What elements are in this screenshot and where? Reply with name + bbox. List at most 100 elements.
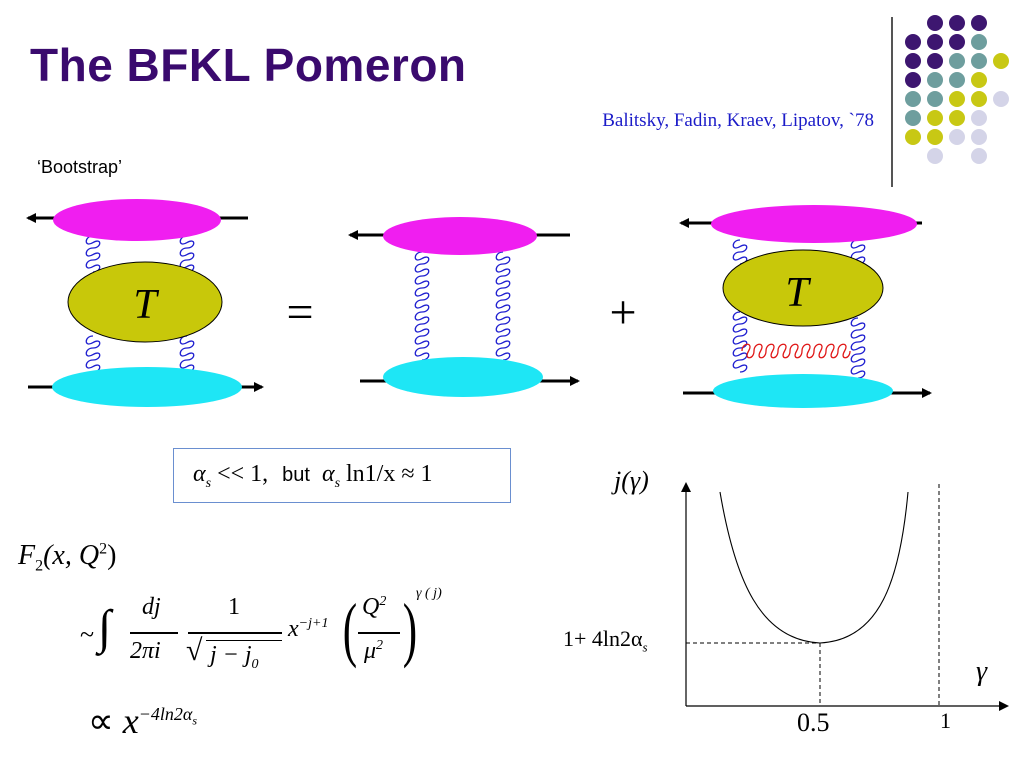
decor-dot [927, 15, 943, 31]
decor-dot [949, 15, 965, 31]
ytick-text: 1+ 4ln2α [563, 626, 643, 651]
decor-dot [971, 53, 987, 69]
right-diagram: T [679, 205, 932, 408]
decor-dot [905, 34, 921, 50]
T-blob-left [67, 261, 223, 343]
decor-dot [927, 34, 943, 50]
decor-dot [927, 53, 943, 69]
frac-line-3 [358, 632, 400, 634]
decor-dot [971, 148, 987, 164]
gluon-right-b-bot [850, 317, 866, 379]
x2-exponent: −4ln2α [138, 704, 193, 724]
integral-expression: ~ ∫ dj 2πi 1 √ j − j0 x−j+1 ( Q2 μ2 ) γ … [80, 586, 460, 687]
proportional-expression: ∝ x−4ln2αs [88, 700, 197, 742]
T-label-right: T [785, 270, 811, 316]
decor-dot [905, 91, 921, 107]
plus-sign: + [609, 286, 636, 339]
x-symbol-2: x [122, 701, 139, 741]
plot-xtick-05: 0.5 [797, 708, 830, 737]
decor-dot [949, 34, 965, 50]
gluon-mid-b [495, 251, 511, 361]
cyan-blob-left [52, 367, 242, 407]
decor-dot [905, 110, 921, 126]
decor-dot [971, 129, 987, 145]
right-paren: ) [402, 589, 418, 669]
F-symbol: F [18, 540, 36, 571]
frac-line-1 [130, 632, 178, 634]
F2-args: (x, Q [43, 540, 100, 571]
gluon-left-b-top [179, 235, 195, 273]
F-subscript: 2 [35, 557, 44, 575]
propto-symbol: ∝ [88, 701, 114, 741]
gluon-right-a-top [732, 239, 748, 265]
x-symbol: x [288, 616, 299, 642]
mu-symbol: μ [364, 638, 377, 664]
mu-denominator: μ2 [364, 638, 383, 665]
slide-title: The BFKL Pomeron [30, 39, 467, 91]
gluon-right-a-bot [732, 311, 748, 373]
approx-text: ≈ 1 [401, 461, 433, 487]
middle-diagram [348, 217, 580, 397]
one-numerator: 1 [228, 594, 240, 620]
decor-dot [993, 91, 1009, 107]
decor-dot [993, 53, 1009, 69]
Q-numerator: Q2 [362, 594, 386, 621]
F2-close: ) [107, 540, 117, 571]
decor-dot [971, 72, 987, 88]
x-exponent: −j+1 [298, 616, 329, 631]
jgamma-plot [681, 482, 1009, 711]
plot-y-label: j(γ) [614, 466, 649, 495]
tilde: ~ [80, 620, 95, 649]
j0-subscript: 0 [251, 656, 259, 672]
gluon-mid-a [414, 251, 430, 361]
decor-dot [971, 34, 987, 50]
T-blob-right [722, 249, 884, 327]
dj-numerator: dj [142, 594, 161, 620]
frac-line-2 [188, 632, 282, 634]
decor-dot [971, 110, 987, 126]
plot-curve [719, 491, 909, 644]
reference-citation: Balitsky, Fadin, Kraev, Lipatov, `78 [602, 110, 874, 131]
2pii-denominator: 2πi [130, 638, 161, 664]
decor-dot [971, 91, 987, 107]
magenta-blob-left [53, 199, 221, 241]
integral-sign: ∫ [98, 601, 112, 654]
decor-dot [949, 110, 965, 126]
x-power: x−j+1 [288, 616, 328, 643]
decor-dot [927, 91, 943, 107]
alpha-subscript-2: s [334, 475, 341, 491]
F2-lhs: F2(x, Q2) [18, 540, 116, 576]
divider-line [891, 17, 893, 187]
ln-text: ln1/x [346, 461, 396, 487]
but-text: but [282, 464, 310, 486]
ytick-sub: s [642, 639, 648, 655]
magenta-blob-mid [383, 217, 537, 255]
Q-symbol: Q [362, 594, 380, 620]
decor-dot [905, 53, 921, 69]
decor-dot [949, 53, 965, 69]
magenta-blob-right [711, 205, 917, 243]
gamma-j-exponent: γ ( j) [416, 586, 442, 601]
x2-exponent-sub: s [192, 713, 197, 728]
sqrt-sign: √ [186, 634, 203, 667]
Q-square: 2 [99, 540, 108, 558]
sqrt-bar [206, 640, 282, 642]
cyan-blob-right [713, 374, 893, 408]
decor-dot [949, 72, 965, 88]
alpha-subscript: s [205, 475, 212, 491]
equals-sign: = [286, 286, 313, 339]
gluon-left-a-top [85, 235, 101, 273]
gluon-left-a-bot [85, 335, 101, 373]
bootstrap-label: ‘Bootstrap’ [37, 157, 123, 177]
decor-dot [949, 129, 965, 145]
j-minus-j0: j − j0 [210, 642, 259, 673]
T-label-left: T [133, 282, 159, 328]
mu-sq: 2 [376, 638, 384, 653]
plot-x-label: γ [976, 656, 988, 687]
left-paren: ( [342, 589, 358, 669]
left-diagram: T [26, 199, 264, 407]
cyan-blob-mid [383, 357, 543, 397]
decor-dot [927, 148, 943, 164]
plot-ytick-label: 1+ 4ln2αs [563, 626, 648, 655]
